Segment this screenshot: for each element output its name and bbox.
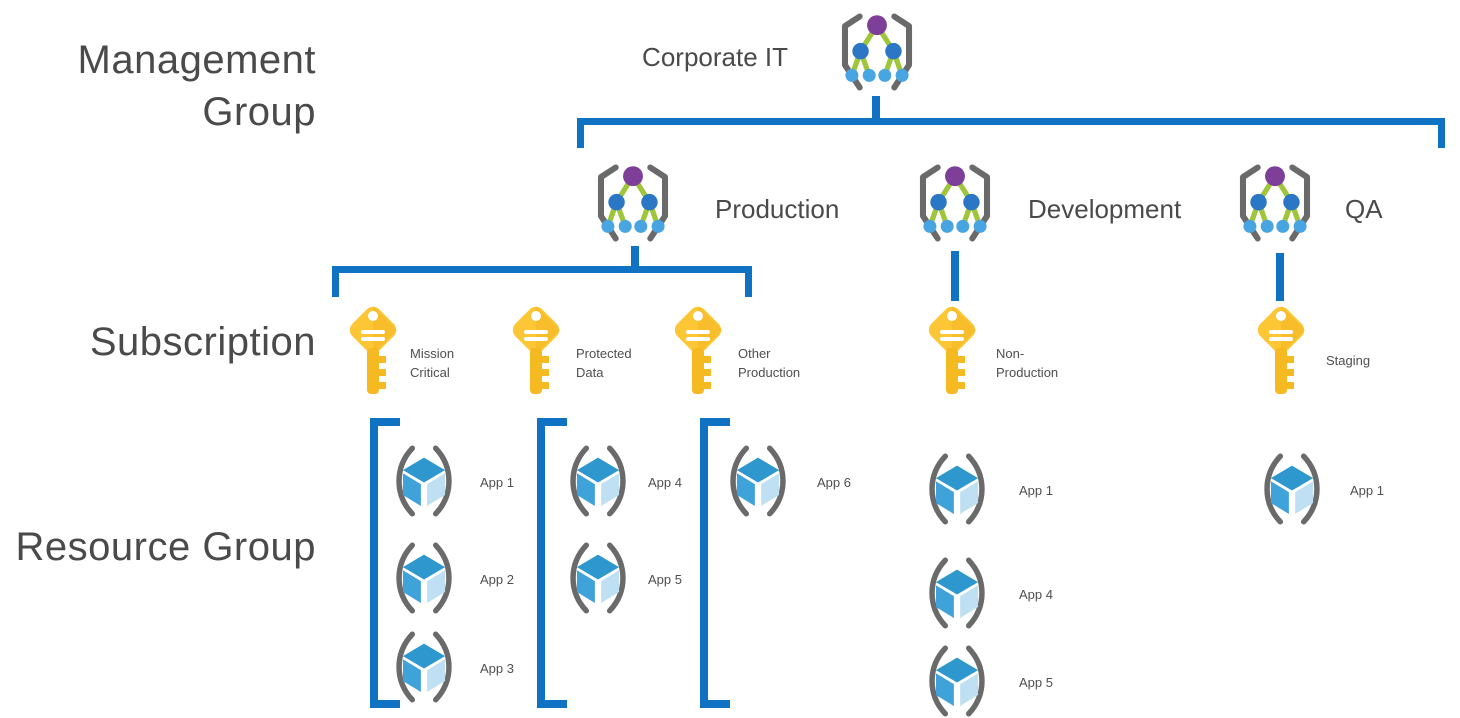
- subscription-label: Mission Critical: [410, 346, 455, 380]
- resource-group-label: App 5: [1019, 675, 1053, 690]
- connector-children-cap-left: [577, 118, 584, 148]
- resource-group-icon: [918, 452, 996, 526]
- resource-group-icon: [385, 444, 463, 518]
- resource-group-icon: [385, 630, 463, 704]
- mg-node-label: Development: [1028, 194, 1182, 224]
- resource-group-label: App 5: [648, 572, 682, 587]
- resource-group-icon: [385, 541, 463, 615]
- resource-group-label: App 4: [648, 475, 682, 490]
- bracket-mission-critical-top: [370, 418, 400, 426]
- management-group-icon: [588, 163, 678, 243]
- resource-group-icon: [559, 541, 637, 615]
- row-label-resource-group: Resource Group: [15, 525, 316, 569]
- resource-group-label: App 1: [480, 475, 514, 490]
- connector-development-stub: [951, 251, 959, 301]
- subscription-key-icon: [507, 302, 565, 398]
- subscription-key-icon: [669, 302, 727, 398]
- resource-group-icon: [1253, 452, 1331, 526]
- row-label-management-group: Management Group: [77, 38, 316, 134]
- subscription-key-icon: [1252, 302, 1310, 398]
- bracket-protected-data-bottom: [537, 700, 567, 708]
- connector-root-stub: [872, 96, 880, 120]
- management-group-icon: [832, 12, 922, 92]
- connector-production-bar: [332, 266, 752, 273]
- bracket-mission-critical: [370, 418, 378, 708]
- resource-group-label: App 4: [1019, 587, 1053, 602]
- subscription-label: Non- Production: [996, 346, 1059, 380]
- resource-group-label: App 1: [1019, 483, 1053, 498]
- bracket-other-production-bottom: [700, 700, 730, 708]
- connector-qa-stub: [1276, 253, 1284, 301]
- subscription-key-icon: [923, 302, 981, 398]
- connector-children-cap-right: [1438, 118, 1445, 148]
- connector-production-cap-left: [332, 266, 339, 297]
- bracket-protected-data: [537, 418, 545, 708]
- resource-group-label: App 2: [480, 572, 514, 587]
- connector-production-stub: [631, 246, 639, 268]
- row-label-subscription: Subscription: [89, 320, 316, 364]
- subscription-label: Staging: [1326, 353, 1371, 368]
- resource-group-label: App 6: [817, 475, 851, 490]
- bracket-other-production: [700, 418, 708, 708]
- resource-group-icon: [559, 444, 637, 518]
- resource-group-icon: [918, 644, 996, 718]
- subscription-label: Protected Data: [576, 346, 632, 380]
- root-node-label: Corporate IT: [642, 42, 788, 72]
- subscription-key-icon: [344, 302, 402, 398]
- bracket-mission-critical-bottom: [370, 700, 400, 708]
- subscription-label: Other Production: [738, 346, 801, 380]
- bracket-protected-data-top: [537, 418, 567, 426]
- connector-production-cap-right: [745, 266, 752, 297]
- management-group-icon: [910, 163, 1000, 243]
- resource-group-icon: [719, 444, 797, 518]
- resource-group-label: App 1: [1350, 483, 1384, 498]
- bracket-other-production-top: [700, 418, 730, 426]
- resource-group-icon: [918, 556, 996, 630]
- management-group-icon: [1230, 163, 1320, 243]
- mg-node-label: QA: [1345, 194, 1383, 224]
- mg-node-label: Production: [715, 194, 840, 224]
- connector-children-bar: [577, 118, 1445, 125]
- resource-group-label: App 3: [480, 661, 514, 676]
